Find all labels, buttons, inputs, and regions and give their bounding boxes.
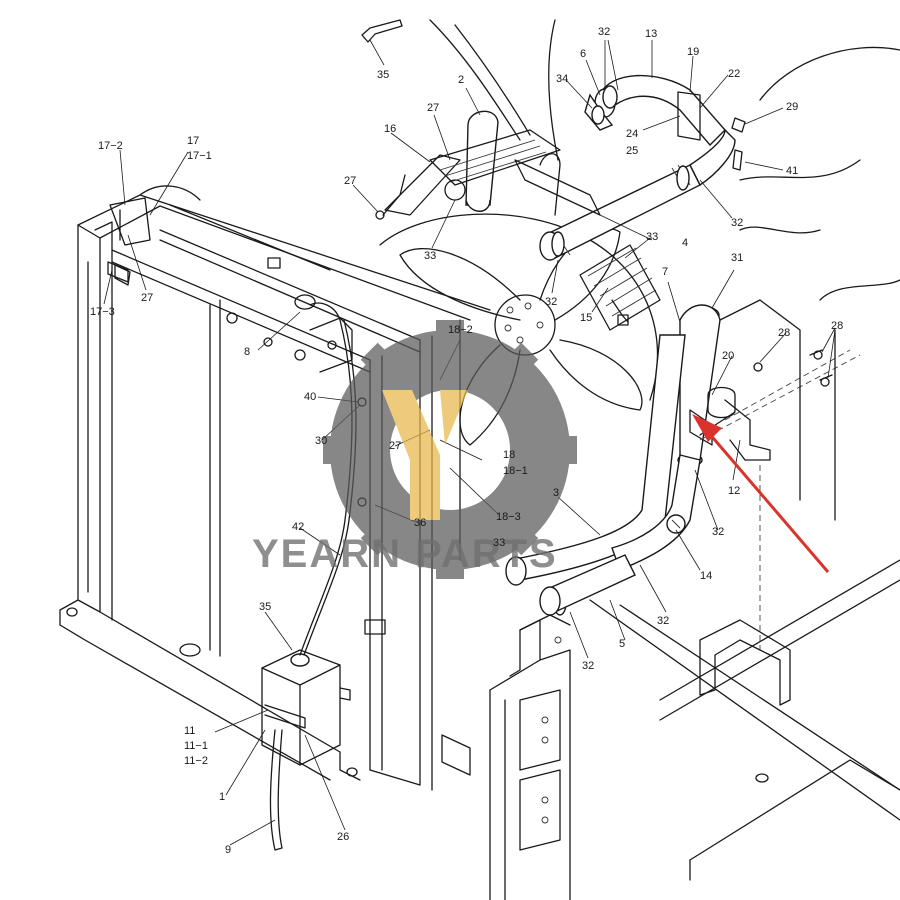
- callout-label: 17: [187, 135, 199, 147]
- callout-label: 2: [458, 74, 464, 86]
- callout-label: 29: [786, 101, 798, 113]
- leader-lines: [103, 39, 836, 846]
- callout-label: 32: [712, 526, 724, 538]
- callout-label: 28: [831, 320, 843, 332]
- callout-label: 27: [344, 175, 356, 187]
- callout-label: 34: [556, 73, 568, 85]
- callout-label: 6: [580, 48, 586, 60]
- callout-label: 3: [553, 487, 559, 499]
- callout-label: 7: [662, 266, 668, 278]
- callout-label: 8: [244, 346, 250, 358]
- callout-label: 30: [315, 435, 327, 447]
- callout-label: 11−1: [184, 740, 208, 752]
- callout-label: 14: [700, 570, 712, 582]
- callout-label: 28: [778, 327, 790, 339]
- callout-label: 17−2: [98, 140, 123, 152]
- callout-label: 15: [580, 312, 592, 324]
- callout-label: 13: [645, 28, 657, 40]
- callout-label: 32: [545, 296, 557, 308]
- callout-label: 31: [731, 252, 743, 264]
- callout-label: 32: [731, 217, 743, 229]
- callout-label: 41: [786, 165, 798, 177]
- callout-label: 16: [384, 123, 396, 135]
- callout-label: 18−1: [503, 465, 528, 477]
- callout-label: 1: [219, 791, 225, 803]
- callout-label: 27: [389, 440, 401, 452]
- callout-label: 18−3: [496, 511, 521, 523]
- callout-label: 40: [304, 391, 316, 403]
- callout-label: 35: [259, 601, 271, 613]
- callout-label: 11: [184, 725, 195, 737]
- callout-label: 11−2: [184, 755, 208, 767]
- callout-label: 26: [337, 831, 349, 843]
- callout-label: 5: [619, 638, 625, 650]
- callout-label: 4: [682, 237, 688, 249]
- callout-label: 19: [687, 46, 699, 58]
- callout-label: 18−2: [448, 324, 473, 336]
- callout-label: 36: [414, 517, 426, 529]
- callout-label: 32: [657, 615, 669, 627]
- callout-label: 33: [646, 231, 658, 243]
- callout-label: 17−3: [90, 306, 115, 318]
- callout-label: 35: [377, 69, 389, 81]
- callout-label: 27: [427, 102, 439, 114]
- callout-label: 25: [626, 145, 638, 157]
- fittings: [114, 19, 833, 381]
- callout-label: 27: [141, 292, 153, 304]
- callout-label: 22: [728, 68, 740, 80]
- callout-label: 33: [424, 250, 436, 262]
- callout-label: 33: [493, 537, 505, 549]
- callout-label: 20: [722, 350, 734, 362]
- callout-label: 24: [626, 128, 638, 140]
- callout-label: 17−1: [187, 150, 212, 162]
- chassis-right: [589, 46, 900, 881]
- callout-label: 32: [582, 660, 594, 672]
- callout-label: 18: [503, 449, 515, 461]
- lower-bracket: [489, 614, 571, 900]
- callout-label: 42: [292, 521, 304, 533]
- callout-label: 12: [728, 485, 740, 497]
- callout-label: 9: [225, 844, 231, 856]
- callout-label: 32: [598, 26, 610, 38]
